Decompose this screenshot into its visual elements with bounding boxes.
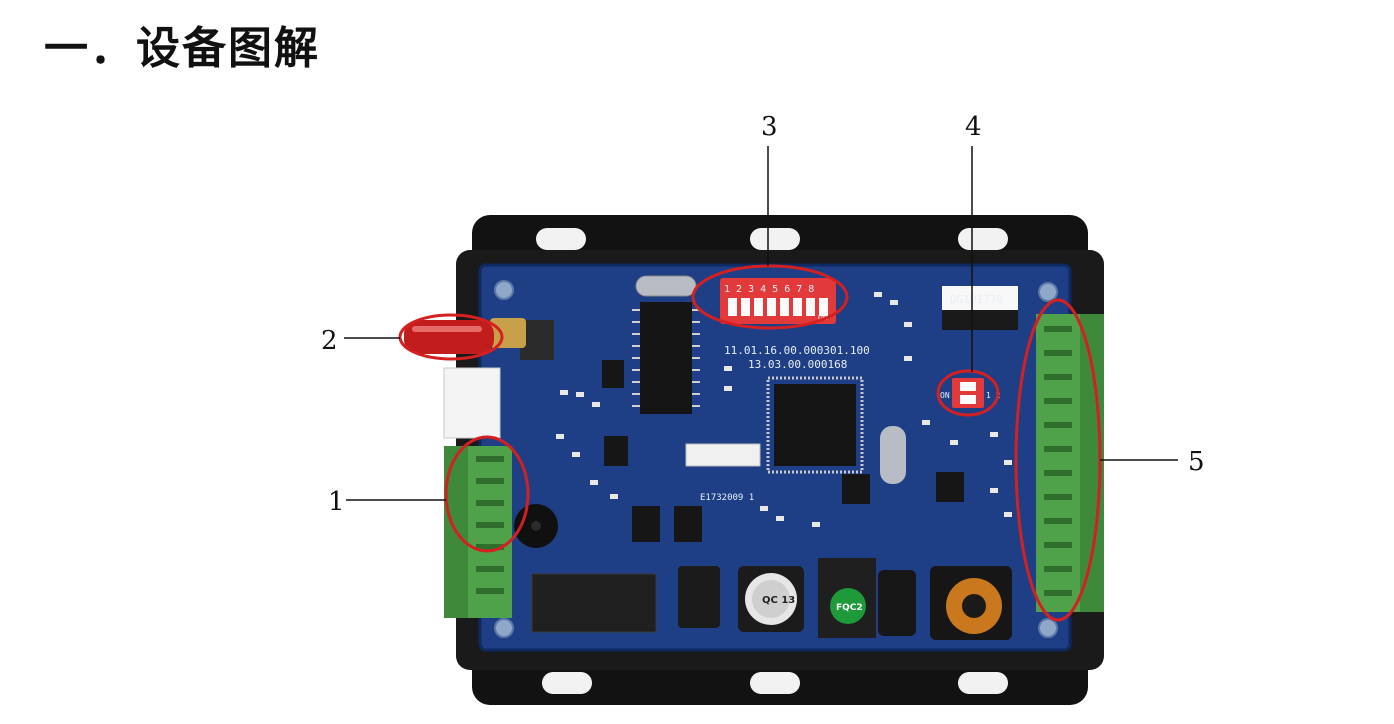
id-sticker-text: DG1D1770 <box>950 293 1003 306</box>
date-code: E1732009 1 <box>700 493 754 503</box>
highlight-ring-3 <box>691 264 849 330</box>
inductor-label: QC 13 <box>762 595 795 606</box>
callout-label-4: 4 <box>965 112 982 142</box>
highlight-ring-1 <box>444 435 530 553</box>
dip8-numbers: 1 2 3 4 5 6 7 8 <box>724 284 814 295</box>
callout-label-5: 5 <box>1188 447 1205 477</box>
callout-label-3: 3 <box>761 112 778 142</box>
callout-label-1: 1 <box>328 487 345 517</box>
callout-label-2: 2 <box>321 326 338 356</box>
page-title: 一．设备图解 <box>44 23 320 74</box>
dip2-numbers: 1 2 <box>986 391 1001 400</box>
dip2-on-label: ON <box>940 391 950 400</box>
pcb-board <box>443 263 1072 652</box>
fqc-label: FQC2 <box>836 603 863 613</box>
sma-antenna-connector <box>404 320 494 354</box>
highlight-ring-4 <box>936 369 1000 417</box>
green-terminal-block-right <box>1036 314 1104 612</box>
version-line-2: 11.01.16.00.000301.100 <box>724 344 870 357</box>
dip8-on-label: ON <box>818 313 828 322</box>
green-terminal-block-left <box>444 446 512 618</box>
version-line-1: 13.03.00.000168 <box>748 358 847 371</box>
highlight-ring-2 <box>398 313 504 361</box>
